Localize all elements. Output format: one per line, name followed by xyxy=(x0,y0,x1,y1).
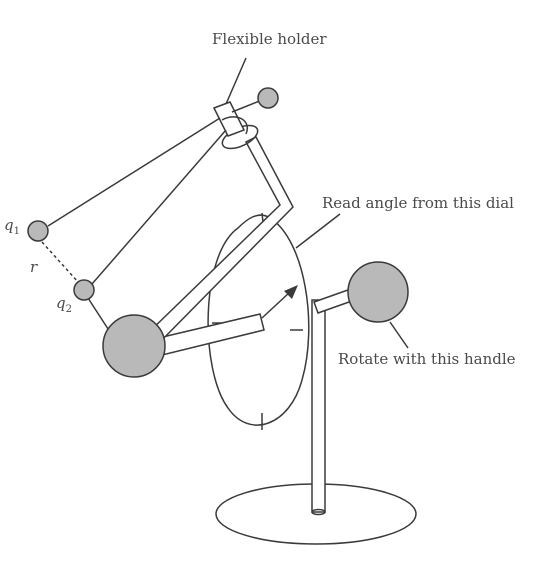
label-read-angle: Read angle from this dial xyxy=(322,194,514,212)
label-flexible-holder: Flexible holder xyxy=(212,30,327,48)
leader-flexible-holder xyxy=(225,57,247,105)
separation-r xyxy=(41,241,79,283)
thread-top-right xyxy=(231,99,263,113)
label-q2: q2 xyxy=(56,294,72,315)
charge-q1-ball xyxy=(27,220,49,242)
label-q1: q1 xyxy=(4,216,20,237)
label-rotate-handle: Rotate with this handle xyxy=(338,350,516,368)
thread-lower xyxy=(91,129,227,285)
label-r: r xyxy=(30,258,38,276)
q2-link xyxy=(87,297,111,333)
charge-q2-ball xyxy=(73,279,95,301)
fixed-ball xyxy=(102,314,166,378)
leader-rotate-handle xyxy=(389,321,409,349)
rotate-handle-knob[interactable] xyxy=(347,261,409,323)
leader-read-angle xyxy=(295,213,341,249)
top-ball xyxy=(257,87,279,109)
flexible-holder xyxy=(212,101,259,150)
thread-upper xyxy=(47,117,221,227)
support-post xyxy=(311,299,326,516)
dial-pointer-arrow xyxy=(261,285,298,319)
bent-rod xyxy=(143,136,294,346)
